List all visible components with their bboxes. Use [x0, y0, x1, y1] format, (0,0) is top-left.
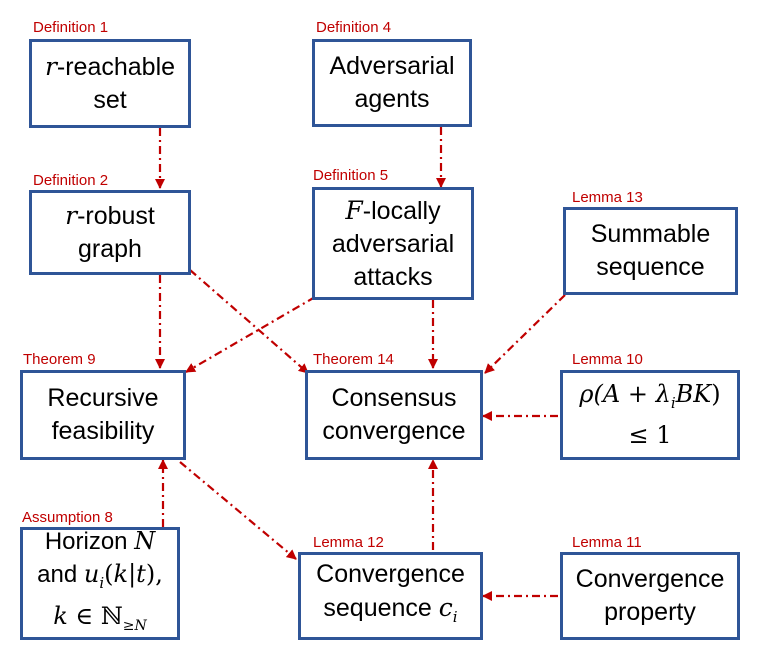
node-line: sequence [596, 253, 705, 281]
node-line: Consensus [331, 384, 457, 412]
node-line: sequence ci [323, 593, 458, 626]
lemma-12-tag: Lemma 12 [313, 534, 384, 551]
node-line: property [604, 598, 696, 626]
node-line: Convergence [316, 560, 465, 588]
definition-4-tag: Definition 4 [316, 19, 392, 36]
arrow-lem13-to-thm14 [484, 294, 566, 374]
node-line: attacks [353, 262, 433, 291]
summable-sequence-node: Summable sequence [563, 207, 738, 295]
horizon-n-node: Horizon N and ui(k|t), k ∈ ℕ≥N [20, 527, 180, 640]
node-line: agents [354, 85, 430, 113]
node-line: graph [78, 235, 142, 263]
r-robust-graph-node: r-robust graph [29, 190, 191, 275]
f-locally-adversarial-attacks-node: F-locally adversarial attacks [312, 187, 474, 300]
arrow-thm9-to-lem12 [179, 461, 297, 560]
node-line: adversarial [331, 229, 455, 258]
node-line: r-reachable [44, 52, 176, 81]
theorem-14-tag: Theorem 14 [313, 351, 394, 368]
adversarial-agents-node: Adversarial agents [312, 39, 472, 127]
definition-5-tag: Definition 5 [313, 167, 389, 184]
node-line: ρ(A + λiBK) [579, 379, 721, 412]
spectral-radius-condition-node: ρ(A + λiBK) ≤ 1 [560, 370, 740, 460]
theorem-9-tag: Theorem 9 [23, 351, 96, 368]
node-line: Adversarial [329, 52, 455, 80]
node-line: feasibility [51, 417, 155, 445]
lemma-11-tag: Lemma 11 [572, 534, 642, 551]
arrow-def5-to-thm9 [185, 296, 316, 373]
recursive-feasibility-node: Recursive feasibility [20, 370, 186, 460]
assumption-8-tag: Assumption 8 [22, 509, 113, 526]
definition-2-tag: Definition 2 [33, 172, 109, 189]
node-line: Horizon N [44, 526, 156, 555]
convergence-property-node: Convergence property [560, 552, 740, 640]
consensus-convergence-node: Consensus convergence [305, 370, 483, 460]
lemma-10-tag: Lemma 10 [572, 351, 643, 368]
node-line: set [93, 86, 127, 114]
node-line: k ∈ ℕ≥N [53, 601, 147, 634]
node-line: F-locally [345, 195, 441, 225]
node-line: and ui(k|t), [37, 559, 163, 592]
lemma-13-tag: Lemma 13 [572, 189, 643, 206]
r-reachable-set-node: r-reachable set [29, 39, 191, 128]
node-line: convergence [322, 417, 466, 445]
node-line: Summable [590, 220, 711, 248]
node-line: Convergence [575, 565, 725, 593]
convergence-sequence-node: Convergence sequence ci [298, 552, 483, 640]
node-line: r-robust [65, 201, 155, 230]
node-line: ≤ 1 [628, 421, 672, 450]
definition-1-tag: Definition 1 [33, 19, 109, 36]
arrow-def2-to-thm14 [189, 269, 309, 374]
node-line: Recursive [47, 384, 159, 412]
